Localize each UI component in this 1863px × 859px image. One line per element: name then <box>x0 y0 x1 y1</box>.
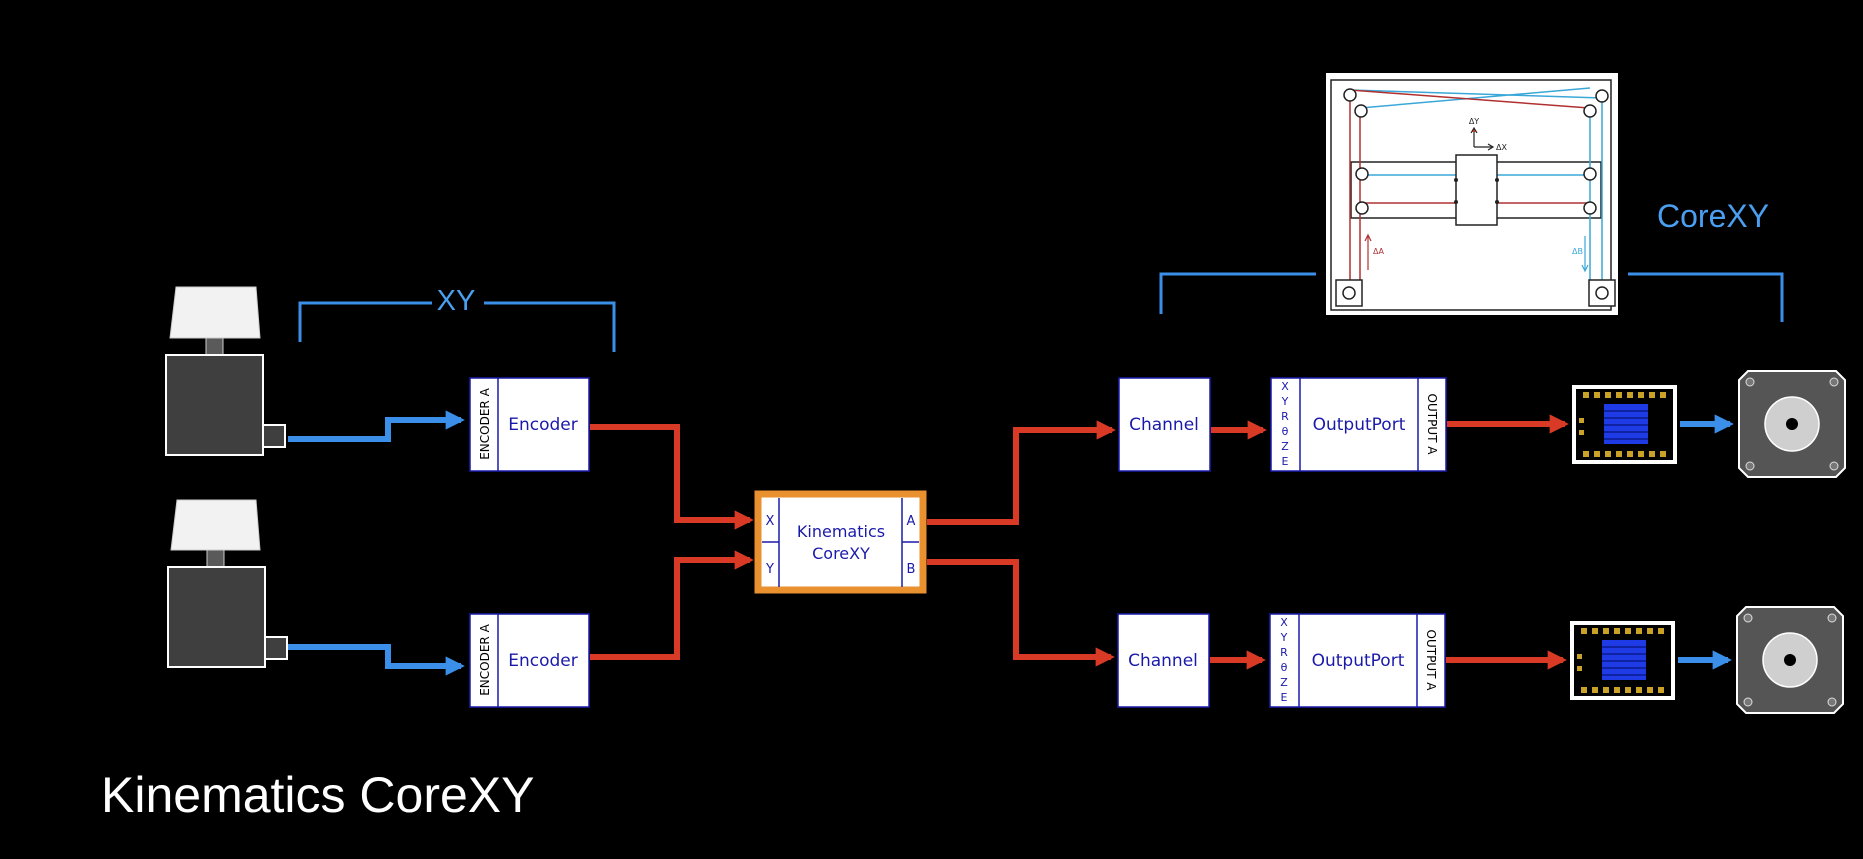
kinematics-label-line2: CoreXY <box>812 544 870 563</box>
axis-label-z: Z <box>1281 440 1289 453</box>
axis-label-theta: θ <box>1282 425 1289 438</box>
axis-label-y: Y <box>1281 395 1289 408</box>
stepper-motor-icon <box>1736 606 1844 714</box>
inset-delta-y: ΔY <box>1469 117 1479 126</box>
axis-label-theta: θ <box>1281 661 1288 674</box>
stepper-motor-icon <box>1738 370 1846 478</box>
encoder-label: Encoder <box>508 651 578 671</box>
inset-delta-a: ΔA <box>1373 247 1384 256</box>
connector-encoder-to-kinematics <box>590 550 754 660</box>
axis-label-r: R <box>1280 646 1288 659</box>
connector-kinematics-to-channel <box>927 420 1116 525</box>
output-port-block[interactable]: X Y R θ Z E OutputPort OUTPUT A <box>1270 377 1447 472</box>
stepper-driver-icon <box>1570 621 1675 700</box>
motion-connectors <box>288 410 1734 676</box>
axis-label-z: Z <box>1280 676 1288 689</box>
output-port-label: OutputPort <box>1313 415 1406 435</box>
kinematics-input-y: Y <box>765 562 774 577</box>
channel-label: Channel <box>1128 651 1198 671</box>
connector-kinematics-to-channel <box>927 559 1115 667</box>
kinematics-output-a: A <box>907 514 916 529</box>
encoder-block[interactable]: ENCODER A Encoder <box>469 613 590 708</box>
xy-group-label: XY <box>437 285 476 317</box>
stepper-driver-icon <box>1572 385 1677 464</box>
axis-label-x: X <box>1281 380 1289 393</box>
output-port-side-label: OUTPUT A <box>1425 394 1439 456</box>
axis-label-y: Y <box>1280 631 1288 644</box>
encoder-label: Encoder <box>508 415 578 435</box>
channel-block[interactable]: Channel <box>1117 613 1210 708</box>
channel-block[interactable]: Channel <box>1118 377 1211 472</box>
signal-connectors <box>590 414 1569 670</box>
motion-source-icon <box>165 286 286 456</box>
encoder-side-label: ENCODER A <box>478 387 492 459</box>
output-port-label: OutputPort <box>1312 651 1405 671</box>
kinematics-input-x: X <box>766 514 775 529</box>
xy-group-bracket: XY <box>298 285 616 352</box>
connector-encoder-to-kinematics <box>590 424 754 530</box>
kinematics-label-line1: Kinematics <box>797 522 885 541</box>
connector-source-to-encoder <box>288 644 465 676</box>
diagram-title: Kinematics CoreXY <box>101 767 535 823</box>
axis-label-e: E <box>1282 455 1289 468</box>
corexy-group-label: CoreXY <box>1657 198 1770 234</box>
inset-delta-x: ΔX <box>1496 143 1507 152</box>
axis-label-e: E <box>1281 691 1288 704</box>
corexy-belt-inset: ΔY ΔX ΔA ΔB <box>1326 73 1618 315</box>
motion-source-icon <box>167 499 288 668</box>
kinematics-corexy-block[interactable]: X Y A B Kinematics CoreXY <box>754 490 927 594</box>
connector-source-to-encoder <box>288 410 465 442</box>
channel-label: Channel <box>1129 415 1199 435</box>
corexy-group-bracket <box>1159 272 1784 322</box>
axis-label-x: X <box>1280 616 1288 629</box>
encoder-side-label: ENCODER A <box>478 623 492 695</box>
output-port-block[interactable]: X Y R θ Z E OutputPort OUTPUT A <box>1269 613 1446 708</box>
axis-label-r: R <box>1281 410 1289 423</box>
inset-delta-b: ΔB <box>1572 247 1583 256</box>
encoder-block[interactable]: ENCODER A Encoder <box>469 377 590 472</box>
output-port-side-label: OUTPUT A <box>1424 630 1438 692</box>
kinematics-output-b: B <box>907 562 916 577</box>
